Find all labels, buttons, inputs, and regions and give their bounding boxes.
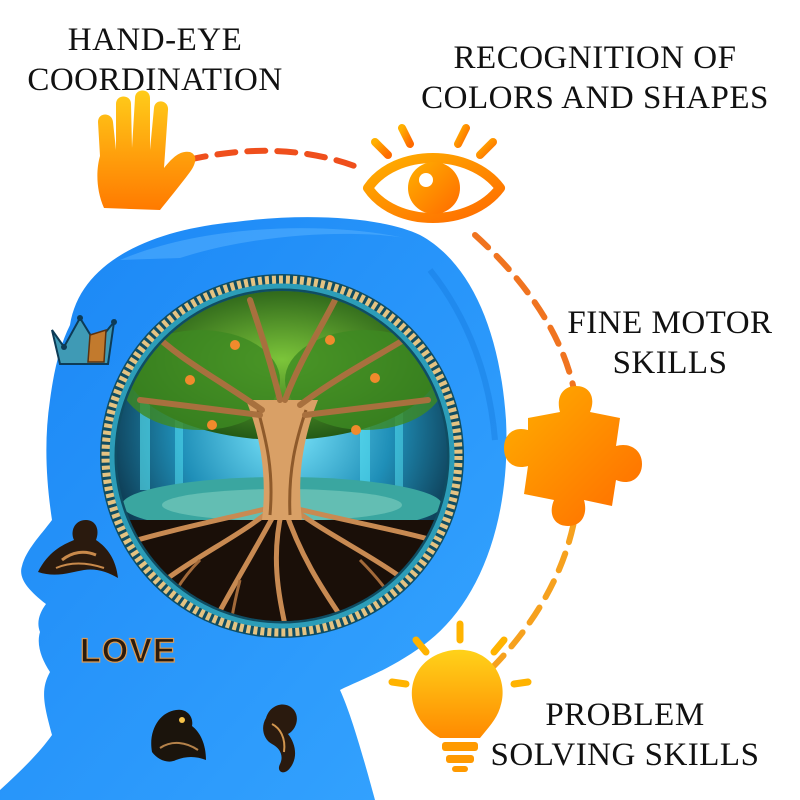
lightbulb-icon <box>388 620 532 772</box>
love-text: LOVE <box>80 632 177 670</box>
label-recognition-colors-shapes: RECOGNITION OF COLORS AND SHAPES <box>400 38 790 118</box>
connector-puzzle-to-bulb <box>485 492 581 675</box>
label-line: PROBLEM <box>545 697 705 733</box>
seal-icon <box>38 520 118 578</box>
tree-of-life-medallion <box>100 274 464 638</box>
connector-hand-to-eye <box>185 147 363 171</box>
label-problem-solving-skills: PROBLEM SOLVING SKILLS <box>455 695 795 775</box>
label-line: HAND-EYE <box>67 22 243 58</box>
label-hand-eye-coordination: HAND-EYE COORDINATION <box>10 20 300 100</box>
label-line: SOLVING SKILLS <box>490 737 760 773</box>
label-line: SKILLS <box>612 345 728 381</box>
connector-eye-to-puzzle <box>472 232 578 398</box>
label-line: COORDINATION <box>27 62 283 98</box>
seahorse-icon <box>263 704 297 773</box>
hand-icon <box>97 90 196 210</box>
label-line: FINE MOTOR <box>567 305 773 341</box>
label-fine-motor-skills: FINE MOTOR SKILLS <box>545 303 795 383</box>
label-line: COLORS AND SHAPES <box>421 80 769 116</box>
crown-icon <box>51 315 117 365</box>
bird-icon <box>151 709 206 762</box>
love-word: LOVE <box>79 631 177 670</box>
eye-icon <box>363 118 505 223</box>
puzzle-piece-icon <box>504 386 642 526</box>
label-line: RECOGNITION OF <box>453 40 737 76</box>
